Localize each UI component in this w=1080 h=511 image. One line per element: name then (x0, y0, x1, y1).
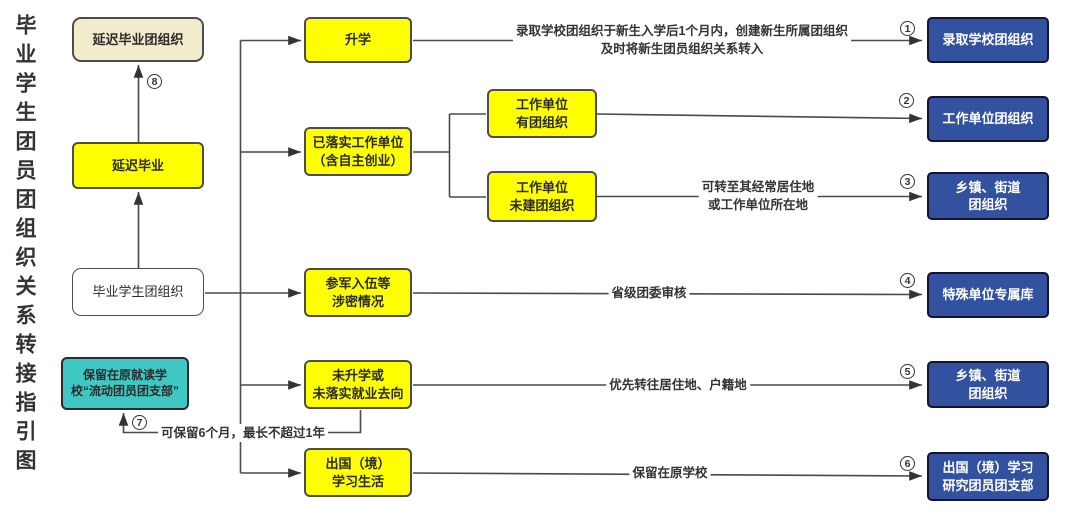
node-label: 升学 (344, 32, 371, 48)
node-workplace-has-org: 工作单位 有团组织 (487, 89, 597, 138)
node-no-study-no-job: 未升学或 未落实就业去向 (304, 360, 412, 409)
annotation-keep-school: 保留在原学校 (629, 464, 711, 482)
node-study-abroad: 出国（境） 学习生活 (304, 448, 412, 497)
node-label: 毕业学生团组织 (92, 284, 184, 300)
node-label: 录取学校团组织 (942, 32, 1034, 48)
node-label-line2: 未建团组织 (509, 197, 575, 213)
node-label-line1: 保留在原就读学 (82, 367, 167, 382)
dest-workplace-org: 工作单位团组织 (927, 96, 1049, 142)
node-label-line2: 未落实就业去向 (312, 385, 404, 401)
node-deferred-graduation-org: 延迟毕业团组织 (72, 17, 204, 62)
node-label-line1: 工作单位 (515, 180, 568, 196)
dest-special-unit-library: 特殊单位专属库 (927, 272, 1049, 318)
node-label-line1: 已落实工作单位 (312, 135, 404, 151)
badge-7: 7 (132, 415, 147, 430)
dest-abroad-league-branch: 出国（境）学习 研究团员团支部 (927, 452, 1049, 501)
badge-2: 2 (899, 93, 914, 108)
node-label: 延迟毕业团组织 (92, 31, 184, 47)
node-workplace-no-org: 工作单位 未建团组织 (487, 171, 597, 222)
badge-6: 6 (900, 456, 915, 471)
annotation-priority-transfer: 优先转往居住地、户籍地 (606, 376, 750, 394)
node-graduating-student-org: 毕业学生团组织 (72, 268, 204, 316)
node-label-line2: （含自主创业） (312, 152, 404, 168)
badge-4: 4 (900, 273, 915, 288)
page-title: 毕业学生团员团组织关系转接指引图 (13, 14, 36, 478)
node-label-line1: 出国（境）学习 (942, 460, 1034, 476)
node-label-line1: 乡镇、街道 (955, 368, 1021, 384)
node-further-study: 升学 (304, 17, 412, 63)
node-label: 特殊单位专属库 (942, 287, 1034, 303)
annotation-line2: 及时将新生团员组织关系转入 (600, 42, 764, 56)
node-label-line2: 研究团员团支部 (942, 477, 1034, 493)
node-label-line2: 有团组织 (515, 114, 568, 130)
dest-admitting-school-org: 录取学校团组织 (927, 17, 1049, 63)
node-label-line2: 团组织 (968, 385, 1008, 401)
badge-3: 3 (900, 174, 915, 189)
node-label-line1: 工作单位 (515, 97, 568, 113)
badge-8: 8 (147, 74, 162, 89)
annotation-keep-6-months: 可保留6个月，最长不超过1年 (158, 424, 328, 442)
dest-township-street-org-2: 乡镇、街道 团组织 (927, 361, 1049, 408)
node-label: 延迟毕业 (111, 157, 164, 173)
node-label-line1: 未升学或 (331, 368, 384, 384)
dest-township-street-org-1: 乡镇、街道 团组织 (927, 172, 1049, 220)
node-label: 工作单位团组织 (942, 111, 1034, 127)
node-employed: 已落实工作单位 （含自主创业） (304, 127, 412, 176)
node-deferred-graduation: 延迟毕业 (72, 142, 204, 189)
annotation-enrollment: 录取学校团组织于新生入学后1个月内，创建新生所属团组织 及时将新生团员组织关系转… (513, 22, 851, 58)
annotation-province-review: 省级团委审核 (608, 284, 690, 302)
node-label-line2: 团组织 (968, 197, 1008, 212)
node-label-line2: 涉密情况 (331, 293, 384, 309)
annotation-line1: 可转至其经常居住地 (701, 180, 815, 194)
node-military-classified: 参军入伍等 涉密情况 (304, 268, 412, 317)
node-label-line2: 学习生活 (331, 473, 384, 489)
badge-1: 1 (900, 21, 915, 36)
badge-5: 5 (900, 364, 915, 379)
annotation-transfer-residence: 可转至其经常居住地 或工作单位所在地 (698, 178, 818, 214)
node-label-line1: 出国（境） (325, 456, 391, 472)
node-label-line1: 参军入伍等 (325, 276, 391, 292)
node-label-line1: 乡镇、街道 (955, 179, 1021, 195)
node-label-line2: 校“流动团员团支部” (70, 383, 179, 398)
annotation-line1: 录取学校团组织于新生入学后1个月内，创建新生所属团组织 (516, 24, 848, 38)
annotation-line2: 或工作单位所在地 (707, 198, 809, 212)
node-retain-mobile-branch: 保留在原就读学 校“流动团员团支部” (61, 357, 189, 410)
